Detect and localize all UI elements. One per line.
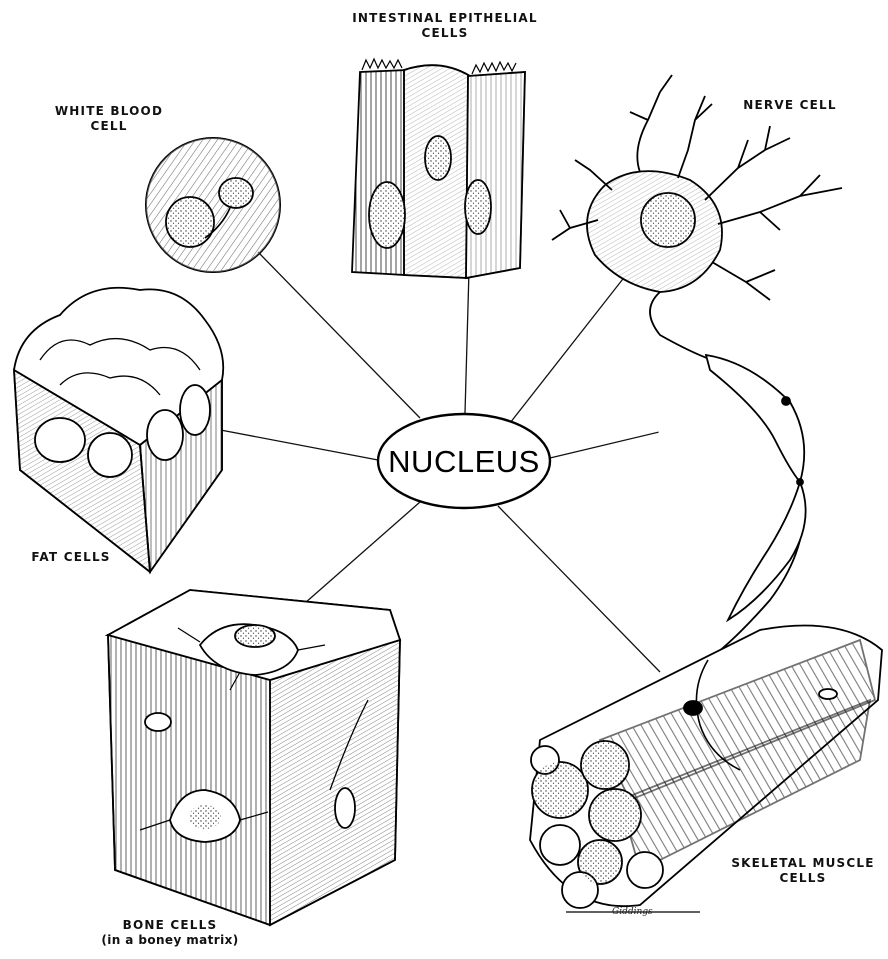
bone-cells-drawing <box>108 590 400 925</box>
label-intestinal-line1: INTESTINAL EPITHELIAL <box>330 11 560 26</box>
label-fat-line1: FAT CELLS <box>16 550 126 565</box>
label-skeletal-muscle: SKELETAL MUSCLE CELLS <box>718 856 888 886</box>
artist-signature: Giddings <box>612 907 653 917</box>
white-blood-cell-drawing <box>146 138 280 272</box>
label-fat-cells: FAT CELLS <box>16 550 126 565</box>
label-bone-cells: BONE CELLS (in a boney matrix) <box>90 918 250 948</box>
label-nerve-line1: NERVE CELL <box>720 98 860 113</box>
label-intestinal-cells: INTESTINAL EPITHELIAL CELLS <box>330 11 560 41</box>
label-white-blood-cell: WHITE BLOOD CELL <box>34 104 184 134</box>
label-white-blood-line2: CELL <box>34 119 184 134</box>
connector-white-blood <box>258 252 420 418</box>
label-bone-line2: (in a boney matrix) <box>90 933 250 948</box>
label-muscle-line1: SKELETAL MUSCLE <box>718 856 888 871</box>
intestinal-cells-drawing <box>352 59 525 278</box>
nucleus-label: NUCLEUS <box>378 437 550 487</box>
connector-muscle <box>498 506 660 672</box>
label-white-blood-line1: WHITE BLOOD <box>34 104 184 119</box>
label-bone-line1: BONE CELLS <box>90 918 250 933</box>
label-muscle-line2: CELLS <box>718 871 888 886</box>
fat-cells-drawing <box>14 288 223 572</box>
label-intestinal-line2: CELLS <box>330 26 560 41</box>
label-nerve-cell: NERVE CELL <box>720 98 860 113</box>
nerve-cell-drawing <box>552 75 842 660</box>
connector-fat <box>210 428 378 460</box>
